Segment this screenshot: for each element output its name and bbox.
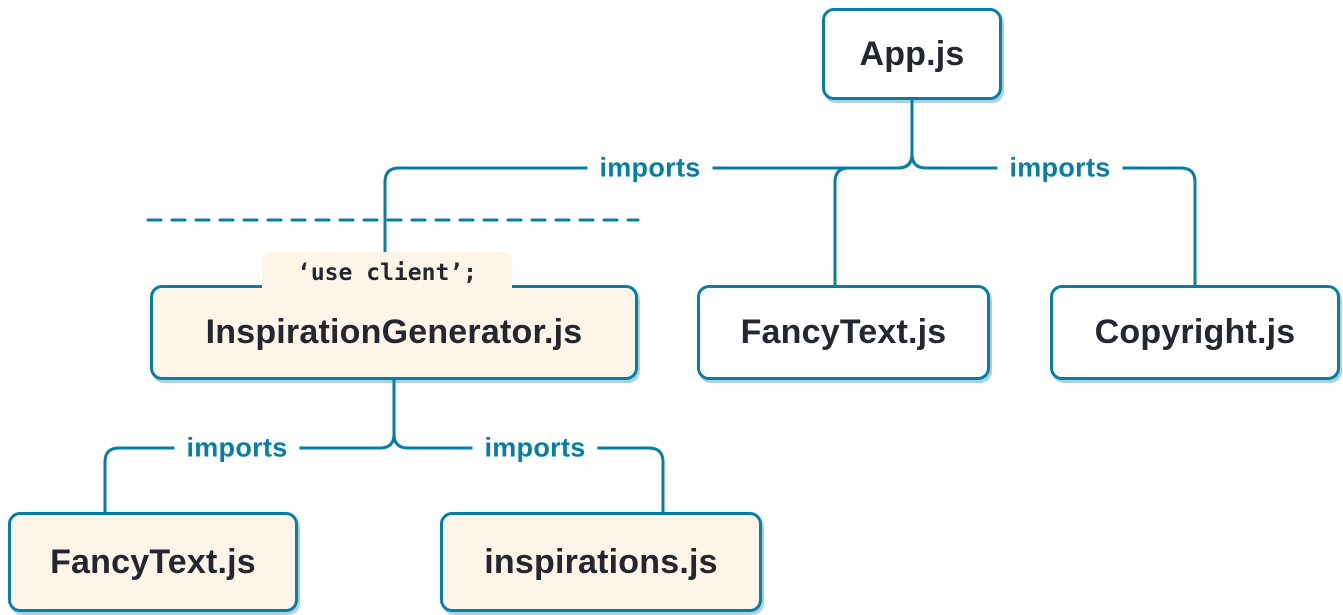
node-app-js: App.js [822,8,1002,100]
edge-app-to-copyright [910,96,1197,288]
node-fancy-text-js-bottom: FancyText.js [8,512,298,612]
edge-app-to-fancy-text [833,96,914,288]
node-copyright-js: Copyright.js [1050,285,1340,380]
node-inspirations-js: inspirations.js [440,512,762,612]
node-inspiration-generator-js: InspirationGenerator.js [150,285,638,380]
use-client-directive-badge: ‘use client’; [262,252,512,294]
edge-label-imports: imports [472,432,598,464]
node-fancy-text-js-top: FancyText.js [697,285,990,380]
edge-label-imports: imports [174,432,300,464]
edge-label-imports: imports [997,152,1123,184]
edge-label-imports: imports [587,152,713,184]
